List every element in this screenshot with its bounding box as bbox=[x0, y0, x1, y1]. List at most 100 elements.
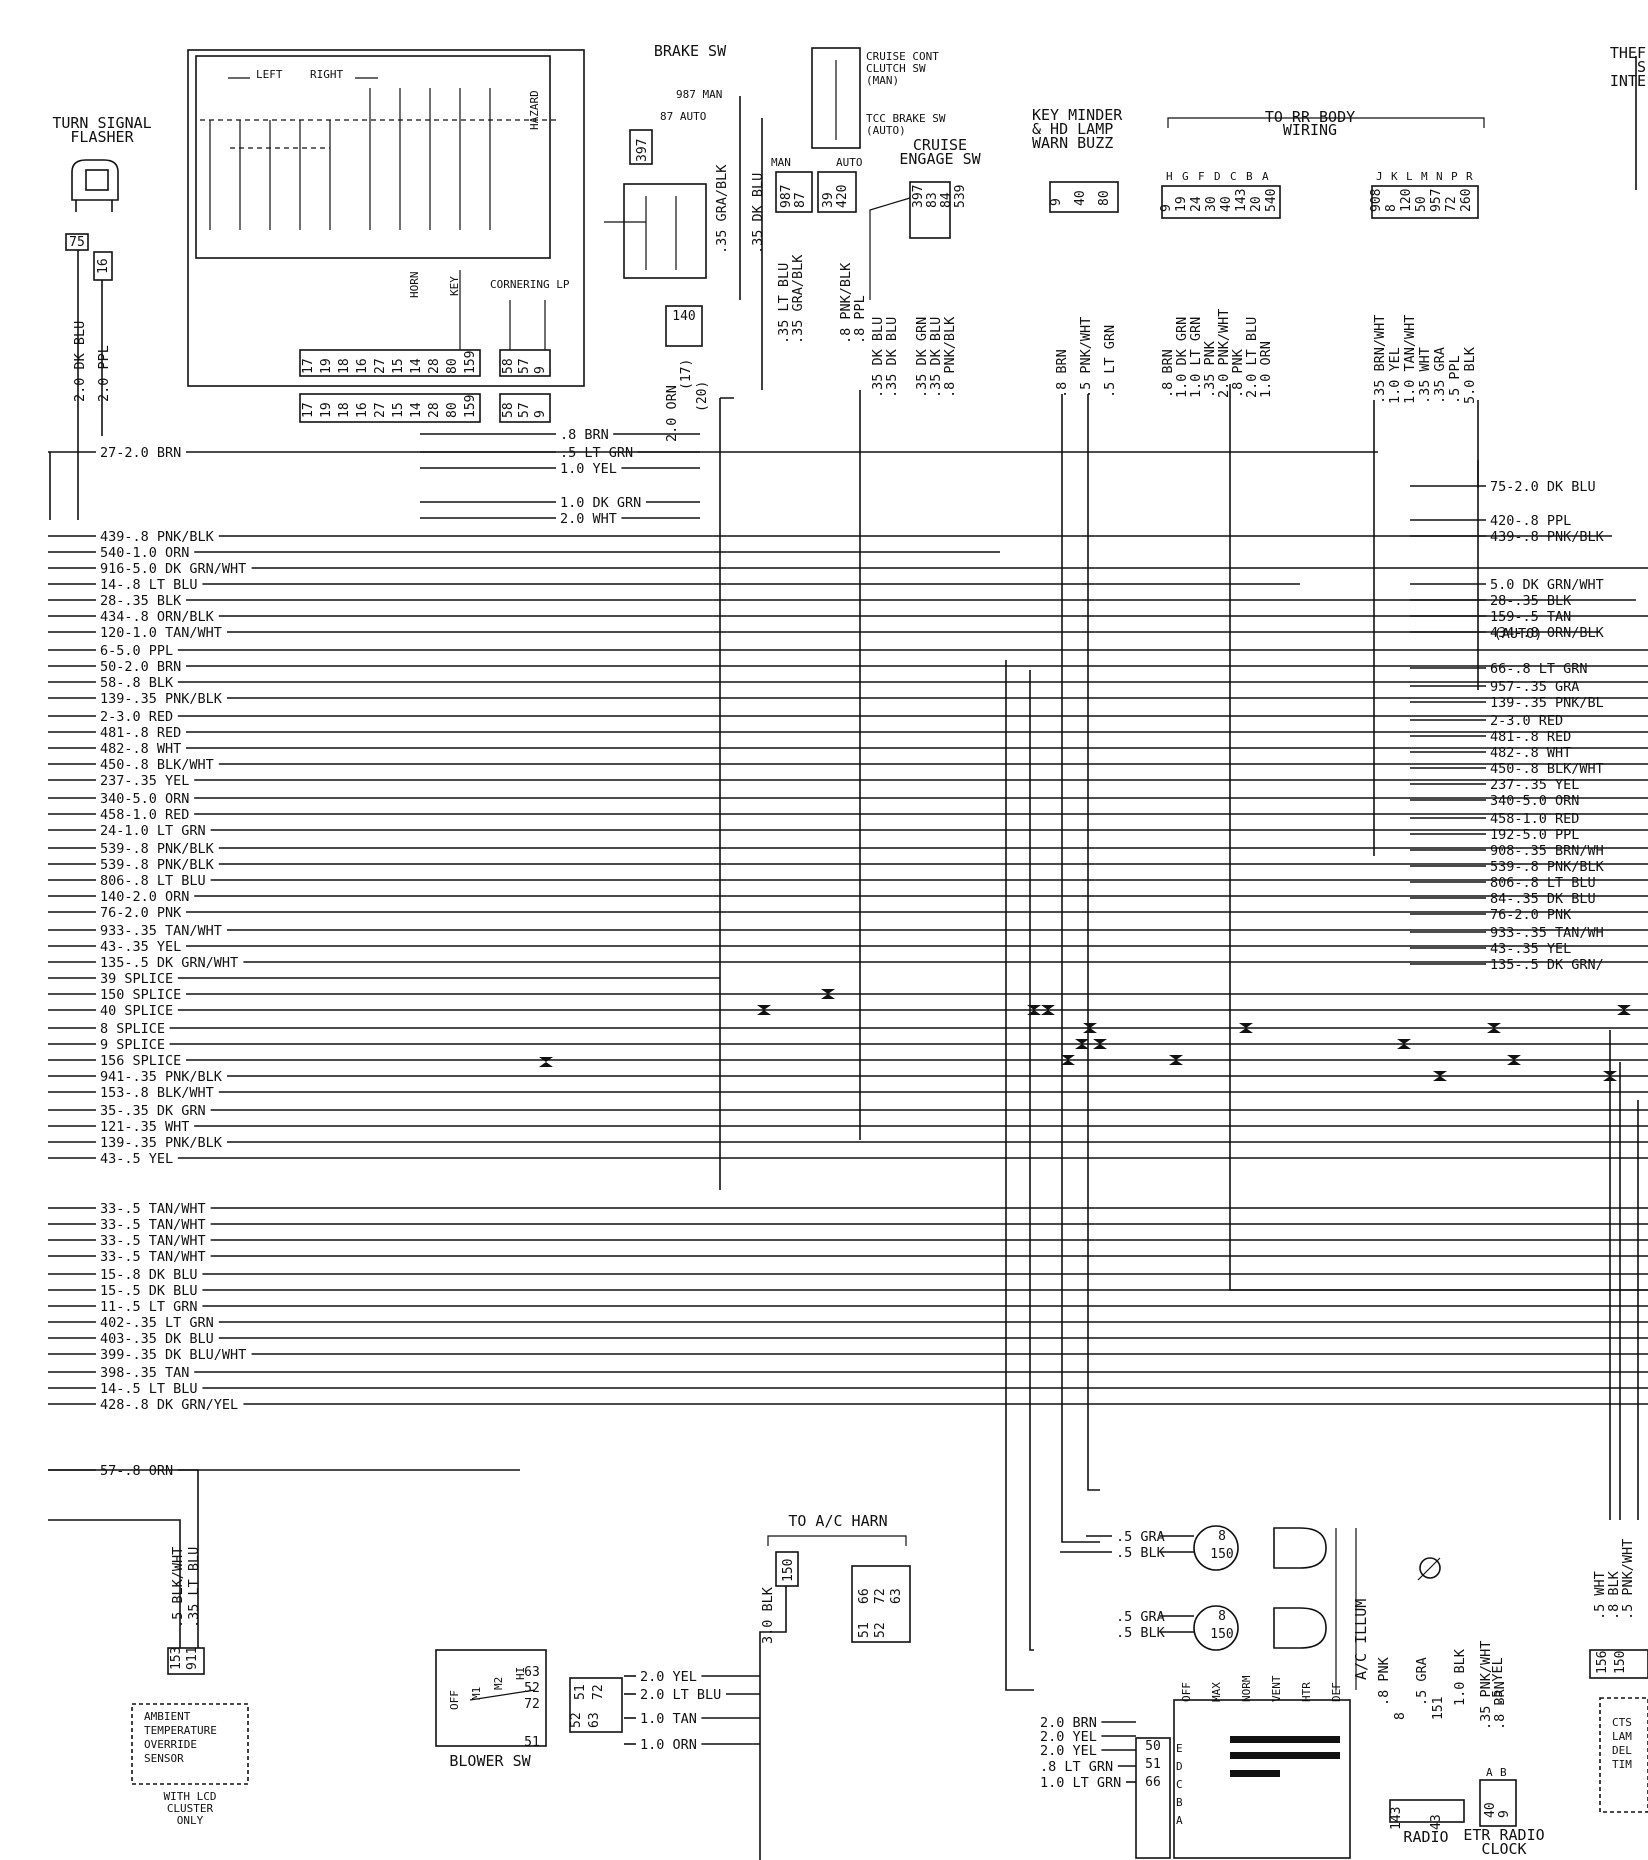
static-linework bbox=[48, 47, 1648, 1860]
right-bus-wire-label: 933-.35 TAN/WH bbox=[1490, 925, 1604, 941]
splice-mark bbox=[1433, 1071, 1447, 1081]
with-lcd-note: ONLY bbox=[177, 1814, 204, 1827]
cornering-pin-upper: 9 bbox=[533, 366, 548, 374]
splice-mark bbox=[1617, 1005, 1631, 1015]
left-bus-wire-label: 539-.8 PNK/BLK bbox=[100, 841, 215, 857]
to-ac-harn-title: TO A/C HARN bbox=[788, 1512, 887, 1530]
clutch-wire-label: .35 GRA/BLK bbox=[790, 254, 806, 344]
blower-position: HI bbox=[514, 1667, 527, 1680]
cruise-engage-pin: 397 bbox=[911, 185, 926, 208]
hazard-label: HAZARD bbox=[528, 90, 541, 130]
cts-pin: 156 bbox=[1595, 1651, 1610, 1674]
right-bus-wire-label: 28-.35 BLK bbox=[1490, 593, 1572, 609]
rr-right-wire-label: .5 PPL bbox=[1447, 355, 1463, 404]
column-pin-lower: 159 bbox=[463, 395, 478, 418]
cts-title: CTS bbox=[1612, 1716, 1632, 1729]
key-minder-title: WARN BUZZ bbox=[1032, 134, 1113, 152]
blower-position: OFF bbox=[448, 1690, 461, 1710]
clutch-pin: 87 bbox=[793, 192, 808, 208]
ac-mode-label: HTR bbox=[1300, 1682, 1313, 1702]
brake-conn-pin: 140 bbox=[672, 309, 695, 324]
rr-right-letter: K bbox=[1391, 170, 1398, 183]
blower-position: M1 bbox=[470, 1687, 483, 1700]
key-minder-connector bbox=[1049, 181, 1119, 213]
blower-terminal-pin: 52 bbox=[524, 1681, 540, 1696]
splice-mark bbox=[1083, 1023, 1097, 1033]
cts-wire-label: .5 PNK/WHT bbox=[1620, 1539, 1636, 1620]
left-bus-wire-label: 402-.35 LT GRN bbox=[100, 1315, 214, 1331]
rr-left-pin: 9 bbox=[1159, 204, 1174, 212]
illum-wire-label: .5 BLK bbox=[1116, 1625, 1166, 1641]
left-bus-wire-label: 482-.8 WHT bbox=[100, 741, 181, 757]
rr-right-wire-label: 1.0 TAN/WHT bbox=[1402, 315, 1418, 404]
bus-rails bbox=[49, 384, 1648, 1691]
rr-right-pin: 120 bbox=[1399, 189, 1414, 212]
horn-label: HORN bbox=[408, 272, 421, 299]
ac-harn-body bbox=[759, 1535, 911, 1860]
left-bus-wire-label: 153-.8 BLK/WHT bbox=[100, 1085, 214, 1101]
rr-left-pin: 24 bbox=[1189, 196, 1204, 212]
ac-sw-wire-label: .8 LT GRN bbox=[1040, 1759, 1113, 1775]
tcc-sw-title: (AUTO) bbox=[866, 124, 906, 137]
blower-wire-label: 1.0 ORN bbox=[640, 1737, 697, 1753]
ac-harn-conn-pin: 72 bbox=[873, 1588, 888, 1604]
column-pin-upper: 159 bbox=[463, 351, 478, 374]
left-bus-wire-label: 340-5.0 ORN bbox=[100, 791, 189, 807]
tcc-pin: 420 bbox=[835, 185, 850, 208]
right-bus-wire-label: 43-.35 YEL bbox=[1490, 941, 1571, 957]
ac-sw-wire-label: 2.0 BRN bbox=[1040, 1715, 1097, 1731]
ac-harn-pin: 150 bbox=[781, 1559, 796, 1582]
right-bus-wire-label: 66-.8 LT GRN bbox=[1490, 661, 1588, 677]
rr-right-letter: P bbox=[1451, 170, 1458, 183]
splice-mark bbox=[757, 1005, 771, 1015]
blower-position: M2 bbox=[492, 1677, 505, 1690]
left-bus-wire-label: 2-3.0 RED bbox=[100, 709, 173, 725]
left-bus-wire-label: 11-.5 LT GRN bbox=[100, 1299, 198, 1315]
left-bus-wire-label: 450-.8 BLK/WHT bbox=[100, 757, 214, 773]
cts-body bbox=[1589, 1649, 1648, 1813]
left-bus-wire-label: 76-2.0 PNK bbox=[100, 905, 182, 921]
blower-terminal-pin: 51 bbox=[524, 1735, 540, 1750]
splice-mark bbox=[1061, 1055, 1075, 1065]
ac-sw-letter: A bbox=[1176, 1814, 1183, 1827]
middle-wire-label: .8 BRN bbox=[560, 427, 609, 443]
radio-pin: 43 bbox=[1429, 1814, 1444, 1830]
ac-harn-conn-pin: 63 bbox=[889, 1588, 904, 1604]
illum-wire-label: .5 GRA bbox=[1116, 1609, 1165, 1625]
blower-wire-label: 1.0 TAN bbox=[640, 1711, 697, 1727]
left-bus-wire-label: 403-.35 DK BLU bbox=[100, 1331, 214, 1347]
rr-right-wire-label: .35 WHT bbox=[1417, 347, 1433, 404]
brake-wire-label: .35 DK BLU bbox=[750, 173, 766, 254]
cruise-engage-switch bbox=[869, 181, 951, 300]
left-bus-wire-label: 43-.5 YEL bbox=[100, 1151, 173, 1167]
left-bus-wire-label: 237-.35 YEL bbox=[100, 773, 189, 789]
flasher-title: TURN SIGNAL bbox=[52, 114, 151, 132]
splice-mark bbox=[1041, 1005, 1055, 1015]
key-minder-wire-label: .5 LT GRN bbox=[1102, 325, 1118, 398]
ac-harn-conn-pin: 66 bbox=[857, 1588, 872, 1604]
ambient-sensor-title: AMBIENT bbox=[144, 1710, 191, 1723]
left-bus-wire-label: 933-.35 TAN/WHT bbox=[100, 923, 222, 939]
left-bus-wire-label: 50-2.0 BRN bbox=[100, 659, 181, 675]
key-minder-pin: 9 bbox=[1049, 198, 1064, 206]
illum-pin: 150 bbox=[1210, 1627, 1233, 1642]
rr-right-pin: 50 bbox=[1414, 196, 1429, 212]
sensor-wire-label: .35 LT BLU bbox=[186, 1547, 202, 1628]
rr-left-letter: A bbox=[1262, 170, 1269, 183]
clutch-sw-title: CRUISE CONT bbox=[866, 50, 939, 63]
column-pin-upper: 14 bbox=[409, 358, 424, 374]
brake-pin: 397 bbox=[635, 139, 650, 162]
left-bus-wire-label: 139-.35 PNK/BLK bbox=[100, 1135, 223, 1151]
turn-hazard-switch bbox=[187, 49, 585, 387]
illum-wire-label: .5 BLK bbox=[1116, 1545, 1166, 1561]
left-bus-wire-label: 43-.35 YEL bbox=[100, 939, 181, 955]
clutch-pin: 987 bbox=[779, 185, 794, 208]
column-pin-lower: 80 bbox=[445, 402, 460, 418]
right-bus-wire-label: 458-1.0 RED bbox=[1490, 811, 1579, 827]
ac-sw-pin: 66 bbox=[1145, 1775, 1161, 1790]
cruise-wire-label: .8 PNK/BLK bbox=[942, 316, 958, 398]
left-bus-wire-label: 539-.8 PNK/BLK bbox=[100, 857, 215, 873]
left-bus-wire-label: 24-1.0 LT GRN bbox=[100, 823, 206, 839]
radio-pin: 8 bbox=[1393, 1712, 1408, 1720]
with-lcd-note: WITH LCD bbox=[164, 1790, 217, 1803]
